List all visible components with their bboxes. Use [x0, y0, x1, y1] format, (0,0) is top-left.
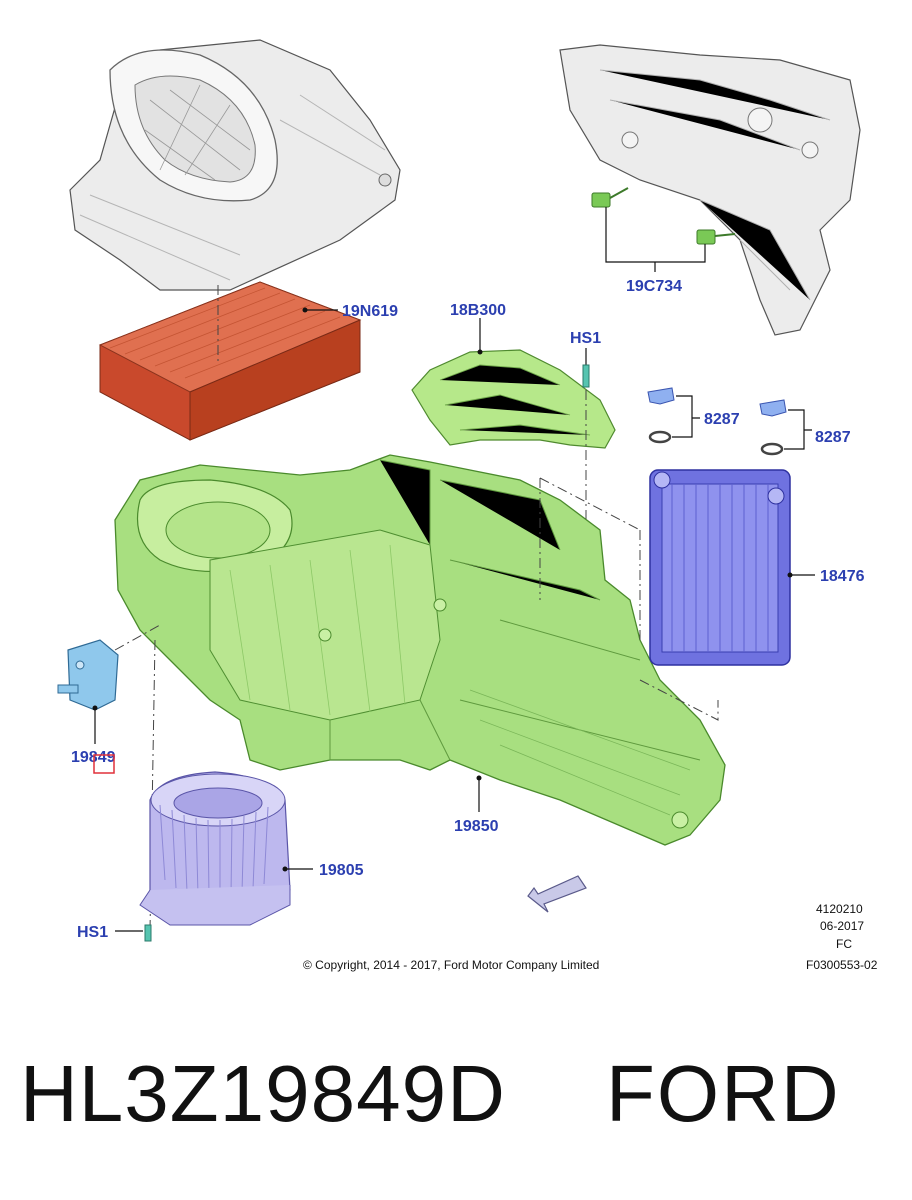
meta-ref: F0300553-02 [806, 958, 878, 972]
meta-date: 06-2017 [820, 919, 864, 933]
meta-code: 4120210 [816, 902, 863, 916]
callout-18476: 18476 [820, 568, 865, 585]
clip-left-part [647, 387, 675, 444]
clip-right-part [759, 399, 787, 456]
meta-type: FC [836, 937, 852, 951]
callout-19805: 19805 [319, 862, 364, 879]
callout-19n619: 19N619 [342, 303, 398, 320]
hvac-housing-part [114, 454, 726, 846]
screw-bottom-part [144, 924, 152, 942]
sensor-leader-line [605, 207, 706, 272]
part-number-heading: HL3Z19849D [20, 1049, 506, 1138]
upper-duct-part [411, 349, 616, 449]
valve-dash-line [114, 624, 161, 651]
clip-left-leader-line [672, 395, 700, 438]
callout-19850: 19850 [454, 818, 499, 835]
expansion-valve-part [57, 639, 119, 711]
core-dash-frame [539, 477, 719, 721]
callout-hs1-bottom: HS1 [77, 924, 108, 941]
direction-arrow-icon [527, 875, 587, 913]
heater-core-part [649, 469, 791, 666]
callout-hs1-top: HS1 [570, 330, 601, 347]
brand-heading: FORD [606, 1049, 841, 1138]
clip-right-leader-line [784, 409, 812, 450]
callout-8287-left: 8287 [704, 411, 740, 428]
blower-motor-part [139, 771, 291, 926]
intake-housing-part [69, 39, 401, 291]
screw-top-part [582, 364, 590, 388]
temperature-sensor-part [591, 187, 736, 245]
cabin-filter-part [98, 281, 362, 441]
upper-right-duct-part [559, 44, 861, 336]
copyright-notice: © Copyright, 2014 - 2017, Ford Motor Com… [303, 958, 599, 972]
highlight-box [93, 754, 115, 774]
parts-diagram: 19C734 19N619 18B300 HS1 19850 [57, 39, 878, 972]
callout-18b300: 18B300 [450, 302, 506, 319]
callout-8287-right: 8287 [815, 429, 851, 446]
callout-19c734: 19C734 [626, 278, 682, 295]
